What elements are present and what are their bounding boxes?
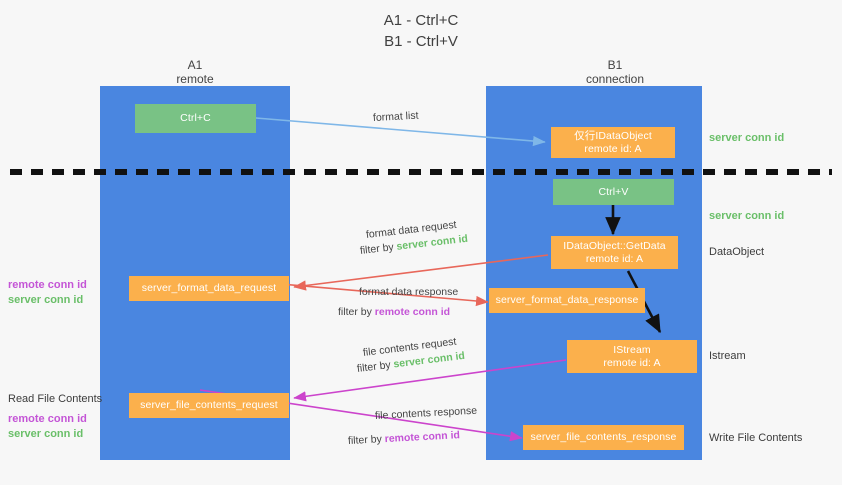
filter-prefix: filter by <box>359 240 398 257</box>
note-server-conn-id-top: server conn id <box>709 132 785 144</box>
filter-value-remote-conn-id: remote conn id <box>384 429 461 446</box>
box-idataobject-getdata[interactable]: IDataObject::GetData remote id: A <box>551 236 678 269</box>
note-istream: Istream <box>709 350 746 362</box>
box-istream[interactable]: IStream remote id: A <box>567 340 697 373</box>
label-file-contents-response-filter: filter by remote conn id <box>348 428 461 448</box>
note-server-conn-id-upper: server conn id <box>8 294 84 306</box>
note-remote-conn-id-lower: remote conn id <box>8 413 87 425</box>
box-ctrl-v-label: Ctrl+V <box>598 185 629 198</box>
box-server-format-data-response-label: server_format_data_response <box>495 294 639 306</box>
note-server-conn-id-second: server conn id <box>709 210 785 222</box>
label-format-list: format list <box>372 109 419 124</box>
note-remote-conn-id-upper: remote conn id <box>8 279 87 291</box>
filter-prefix: filter by <box>347 433 386 447</box>
title-line-2: B1 - Ctrl+V <box>384 33 458 50</box>
lane-header-a1: A1 remote <box>130 58 260 86</box>
box-server-file-contents-response[interactable]: server_file_contents_response <box>523 425 684 450</box>
box-istream-label: IStream <box>613 343 651 356</box>
note-read-file-contents: Read File Contents <box>8 393 103 405</box>
label-format-data-response: format data response <box>359 286 459 298</box>
lane-b1-name: B1 <box>607 58 623 72</box>
box-server-file-contents-request-label: server_file_contents_request <box>140 399 278 411</box>
box-ctrl-c[interactable]: Ctrl+C <box>135 104 256 133</box>
filter-value-remote-conn-id: remote conn id <box>374 306 451 318</box>
box-ctrl-c-label: Ctrl+C <box>180 112 211 124</box>
lane-a1-sub: remote <box>176 72 214 86</box>
box-idataobject-top-label: 仅行IDataObject <box>574 129 652 142</box>
title-line-1: A1 - Ctrl+C <box>383 12 459 29</box>
box-getdata-label: IDataObject::GetData <box>563 239 666 252</box>
box-idataobject-top[interactable]: 仅行IDataObject remote id: A <box>551 127 675 158</box>
note-dataobject: DataObject <box>709 246 765 258</box>
note-server-conn-id-lower: server conn id <box>8 428 84 440</box>
label-file-contents-response: file contents response <box>374 404 478 422</box>
box-server-format-data-response[interactable]: server_format_data_response <box>489 288 645 313</box>
box-ctrl-v[interactable]: Ctrl+V <box>553 179 674 205</box>
lane-a1-name: A1 <box>187 58 203 72</box>
filter-prefix: filter by <box>338 306 375 318</box>
box-server-file-contents-response-label: server_file_contents_response <box>530 431 677 443</box>
box-server-format-data-request-label: server_format_data_request <box>141 282 277 294</box>
box-idataobject-top-remote-id: remote id: A <box>584 142 642 155</box>
note-write-file-contents: Write File Contents <box>709 432 803 444</box>
page-title: A1 - Ctrl+C B1 - Ctrl+V <box>0 10 842 52</box>
label-format-data-response-filter: filter by remote conn id <box>338 305 450 319</box>
filter-prefix: filter by <box>356 358 395 375</box>
lane-header-b1: B1 connection <box>545 58 685 86</box>
box-istream-remote-id: remote id: A <box>603 356 661 369</box>
box-server-file-contents-request[interactable]: server_file_contents_request <box>129 393 289 418</box>
box-server-format-data-request[interactable]: server_format_data_request <box>129 276 289 301</box>
lane-b1-sub: connection <box>585 72 645 86</box>
box-getdata-remote-id: remote id: A <box>585 252 644 265</box>
